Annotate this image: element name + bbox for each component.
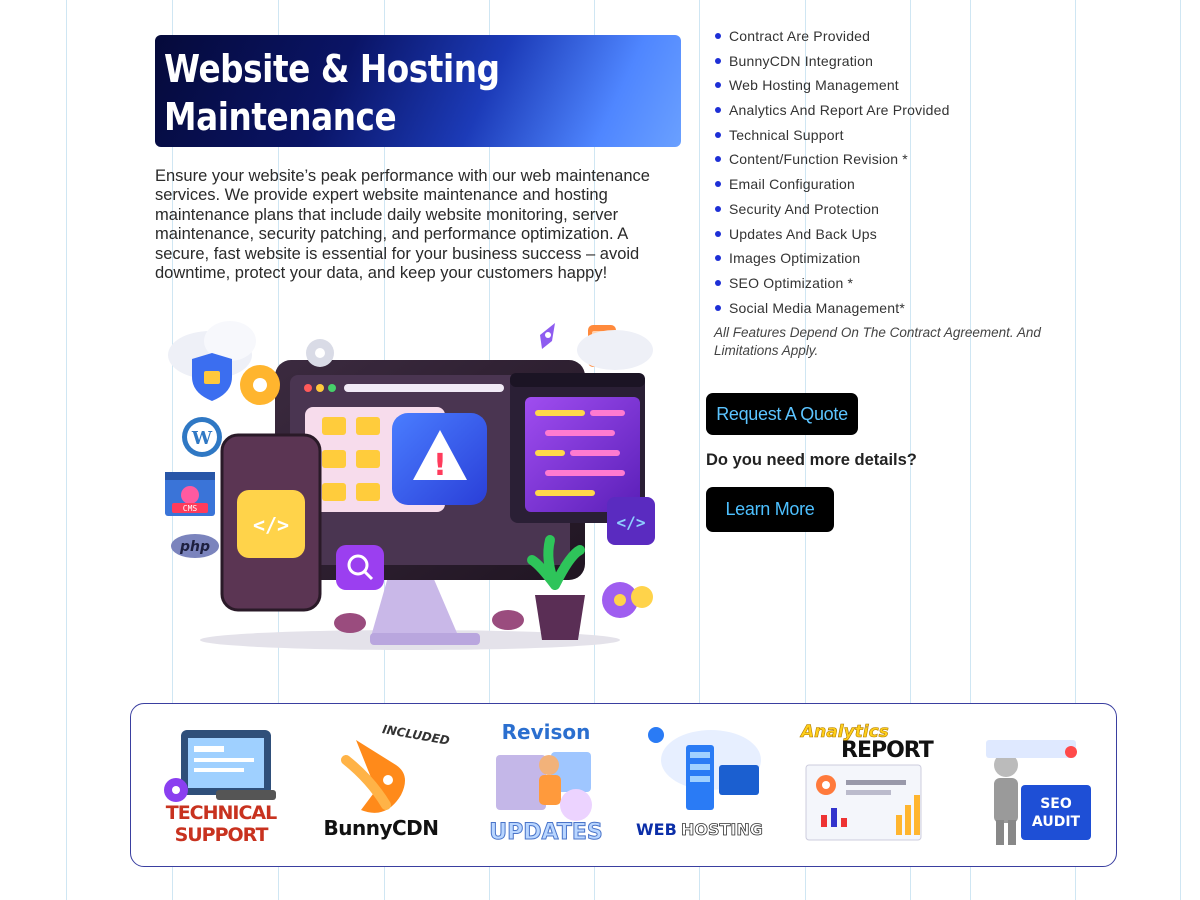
feature-item: SEO Optimization *	[714, 273, 950, 298]
code-icon: </>	[253, 513, 289, 537]
feature-item: Security And Protection	[714, 199, 950, 224]
tile-seo-label: SEO	[1040, 796, 1072, 812]
tile-hosting-label: HOSTING	[681, 820, 764, 840]
title-banner: Website & Hosting Maintenance	[155, 35, 681, 147]
alert-icon: !	[433, 448, 447, 483]
svg-text:</>: </>	[617, 513, 646, 532]
feature-item: Social Media Management*	[714, 298, 950, 323]
intro-paragraph: Ensure your website’s peak performance w…	[155, 167, 650, 283]
page-title-line-2: Maintenance	[164, 95, 397, 139]
feature-item: Updates And Back Ups	[714, 224, 950, 249]
tile-analytics-report: Analytics REPORT	[801, 720, 934, 852]
tile-audit-label: AUDIT	[1031, 814, 1081, 830]
tile-revision-updates: Revison UPDATES	[481, 720, 611, 852]
feature-list: Contract Are Provided BunnyCDN Integrati…	[714, 26, 950, 322]
tile-report-label: REPORT	[841, 738, 934, 763]
cms-icon: CMS	[183, 504, 198, 513]
tile-technical-label: TECHNICAL	[165, 802, 278, 824]
contract-note: All Features Depend On The Contract Agre…	[714, 325, 1041, 358]
tile-web-hosting: WEB HOSTING	[636, 720, 771, 852]
feature-item: Email Configuration	[714, 174, 950, 199]
php-icon: php	[179, 539, 210, 555]
learn-more-button[interactable]: Learn More	[706, 487, 834, 532]
tile-support-label: SUPPORT	[174, 824, 269, 846]
hero-illustration: ! W CMS php </>	[160, 315, 670, 660]
more-details-text: Do you need more details?	[706, 451, 917, 469]
tile-analytics-label: Analytics	[801, 722, 889, 743]
tile-bunnycdn-label: BunnyCDN	[323, 816, 439, 840]
wordpress-icon: W	[191, 428, 213, 449]
feature-item: Technical Support	[714, 125, 950, 150]
tile-technical-support: TECHNICAL SUPPORT	[156, 720, 286, 852]
tile-bunnycdn: INCLUDED BunnyCDN	[316, 720, 450, 852]
tile-web-label: WEB	[636, 820, 677, 839]
feature-item: BunnyCDN Integration	[714, 51, 950, 76]
page-title-line-1: Website & Hosting	[164, 47, 500, 91]
tile-revision-label: Revison	[501, 720, 591, 744]
feature-item: Content/Function Revision *	[714, 149, 950, 174]
services-strip: TECHNICAL SUPPORT INCLUDED BunnyCDN Revi…	[130, 703, 1117, 867]
feature-item: Images Optimization	[714, 248, 950, 273]
feature-item: Contract Are Provided	[714, 26, 950, 51]
page-title: Website & Hosting Maintenance	[164, 45, 601, 141]
feature-item: Web Hosting Management	[714, 75, 950, 100]
tile-updates-label: UPDATES	[489, 820, 603, 846]
feature-item: Analytics And Report Are Provided	[714, 100, 950, 125]
tile-seo-audit: SEO AUDIT	[966, 720, 1096, 852]
request-quote-button[interactable]: Request A Quote	[706, 393, 858, 435]
